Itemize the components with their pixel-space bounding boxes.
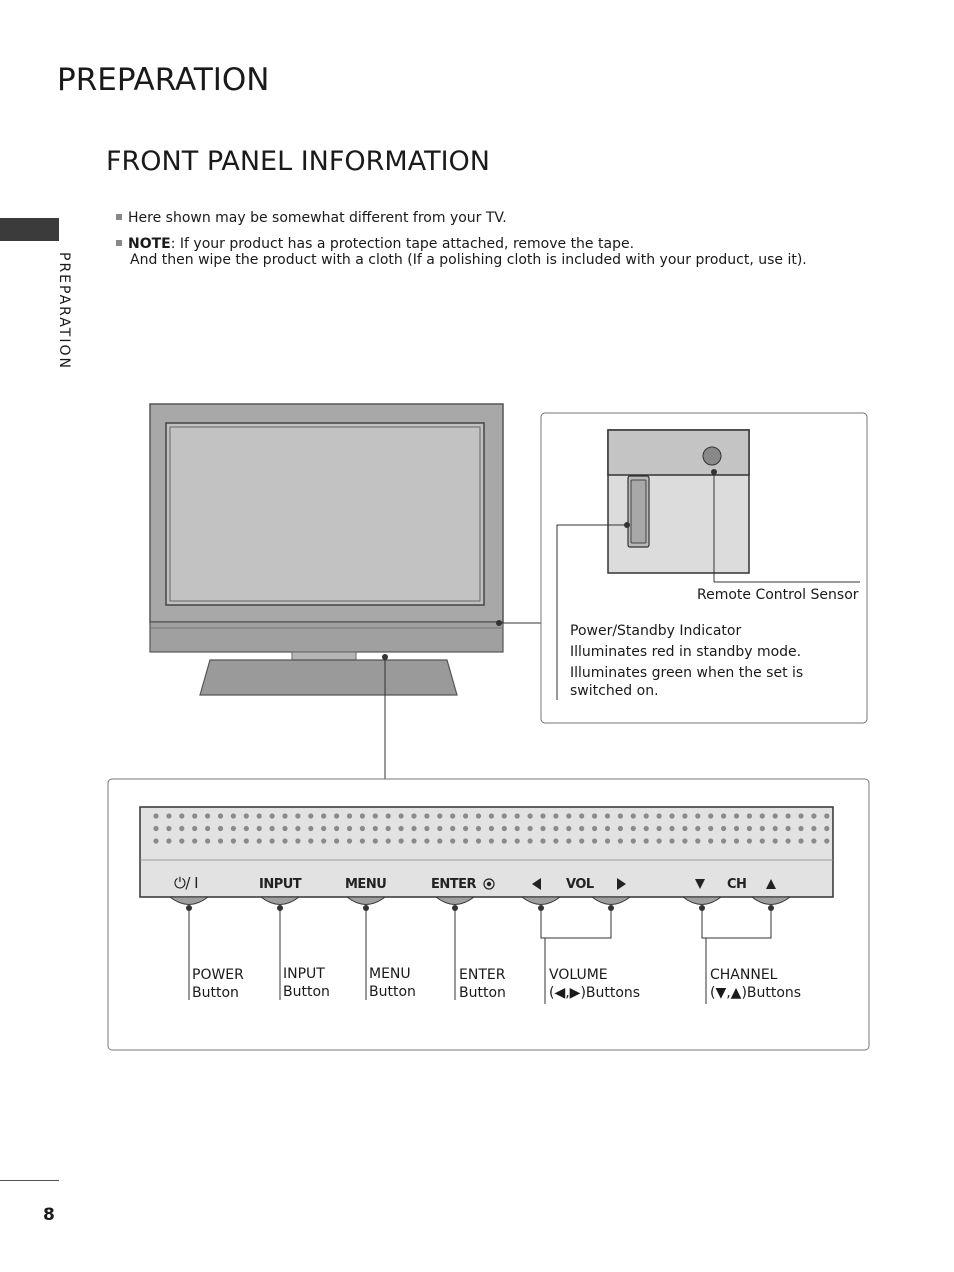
page-number: 8 bbox=[43, 1205, 55, 1225]
strip-ch-label: CH bbox=[727, 877, 747, 892]
strip-enter-label: ENTER bbox=[431, 877, 477, 892]
strip-vol-label: VOL bbox=[566, 877, 594, 892]
input-label-line2: Button bbox=[283, 984, 330, 1000]
note-label: NOTE bbox=[128, 236, 171, 252]
bullet-square-icon bbox=[116, 240, 122, 246]
section-title: FRONT PANEL INFORMATION bbox=[106, 146, 490, 177]
channel-button-label: CHANNEL (▼,▲)Buttons bbox=[710, 966, 801, 1002]
power-indicator-line2: Illuminates green when the set is bbox=[570, 665, 804, 681]
channel-label-line2: (▼,▲)Buttons bbox=[710, 985, 802, 1001]
side-tab-marker bbox=[0, 218, 59, 241]
page-footer-rule bbox=[0, 1180, 59, 1181]
speaker-grille bbox=[153, 813, 830, 844]
channel-label-line1: CHANNEL bbox=[710, 967, 778, 983]
volume-label-line2: (◀,▶)Buttons bbox=[549, 985, 641, 1001]
side-label: PREPARATION bbox=[56, 252, 72, 370]
vol-left-arrow-icon bbox=[532, 878, 541, 890]
remote-sensor-label: Remote Control Sensor bbox=[697, 587, 859, 603]
volume-label-line1: VOLUME bbox=[549, 967, 608, 983]
enter-label-line1: ENTER bbox=[459, 967, 506, 983]
power-indicator-title: Power/Standby Indicator bbox=[570, 623, 742, 639]
sensor-closeup bbox=[607, 429, 750, 574]
vol-right-arrow-icon bbox=[617, 878, 626, 890]
power-indicator-line3: switched on. bbox=[570, 683, 659, 699]
enter-button-label: ENTER Button bbox=[459, 966, 506, 1002]
enter-circle-icon bbox=[483, 878, 495, 890]
ch-up-arrow-icon bbox=[766, 879, 776, 889]
power-indicator-line1: Illuminates red in standby mode. bbox=[570, 644, 802, 660]
input-label-line1: INPUT bbox=[283, 966, 325, 982]
volume-button-label: VOLUME (◀,▶)Buttons bbox=[549, 966, 640, 1002]
strip-input-label: INPUT bbox=[259, 877, 302, 892]
note-1-text: Here shown may be somewhat different fro… bbox=[128, 210, 507, 226]
note-2-text: : If your product has a protection tape … bbox=[170, 236, 635, 252]
bullet-square-icon bbox=[116, 214, 122, 220]
power-label-line1: POWER bbox=[192, 967, 244, 983]
tv-illustration bbox=[149, 403, 504, 696]
note-item-1: Here shown may be somewhat different fro… bbox=[116, 210, 507, 226]
page-header-title: PREPARATION bbox=[57, 62, 270, 98]
button-strip bbox=[139, 806, 834, 911]
menu-label-line1: MENU bbox=[369, 966, 411, 982]
strip-menu-label: MENU bbox=[345, 877, 387, 892]
power-label-line2: Button bbox=[192, 985, 239, 1001]
power-button-label: POWER Button bbox=[192, 966, 244, 1002]
input-button-label: INPUT Button bbox=[283, 965, 330, 1001]
menu-label-line2: Button bbox=[369, 984, 416, 1000]
power-symbol-label: ⏻/ I bbox=[174, 874, 199, 892]
note-2-continuation: And then wipe the product with a cloth (… bbox=[130, 252, 807, 268]
enter-label-line2: Button bbox=[459, 985, 506, 1001]
menu-button-label: MENU Button bbox=[369, 965, 416, 1001]
note-item-2: NOTE: If your product has a protection t… bbox=[116, 236, 634, 252]
ch-down-arrow-icon bbox=[695, 879, 705, 889]
